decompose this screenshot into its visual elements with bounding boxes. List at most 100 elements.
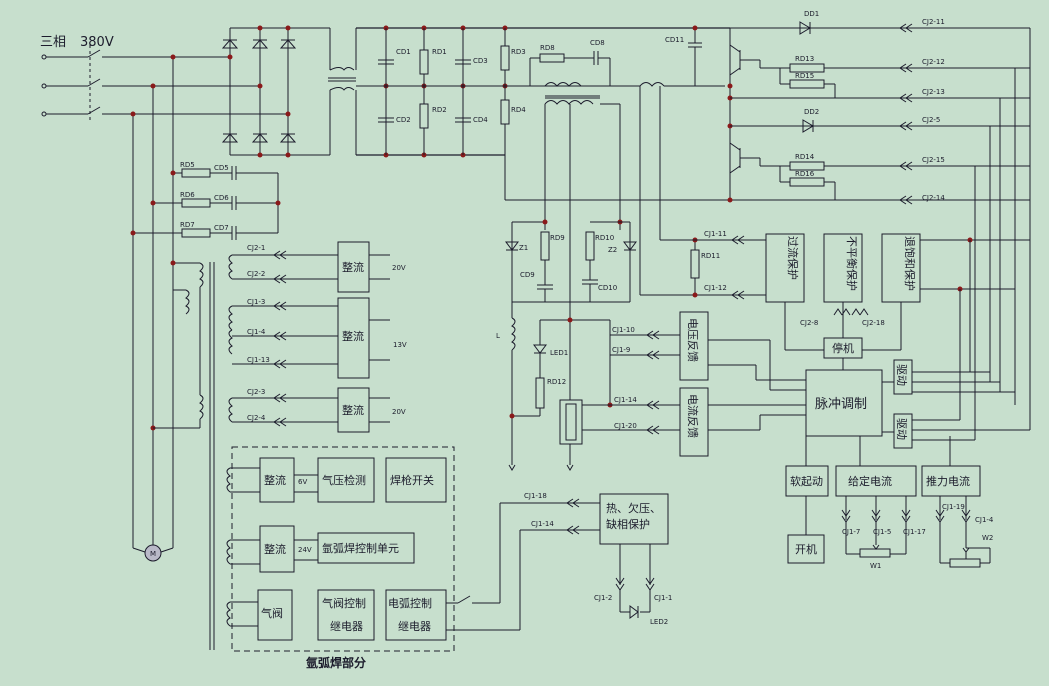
arc-relay-1-label: 电弧控制: [388, 596, 432, 610]
pwm-label: 脉冲调制: [815, 397, 867, 412]
argon-section-title: 氩弧焊部分: [305, 655, 366, 670]
cj2-14-label: CJ2-14: [922, 194, 945, 202]
rectifier-2-label: 整流: [342, 329, 364, 343]
thermal-2-label: 缺相保护: [606, 517, 650, 531]
thrust-current-label: 推力电流: [926, 474, 970, 488]
rd1-label: RD1: [432, 48, 447, 56]
control-blocks: RD11 CJ1-11 CJ1-12 过流保护 不平衡保护 退饱和保护 CJ2-…: [582, 86, 1030, 570]
v20b-label: 20V: [392, 408, 406, 416]
cj2-1-label: CJ2-1: [247, 244, 265, 252]
control-transformer: [150, 260, 215, 650]
desat-label: 退饱和保护: [903, 236, 917, 291]
led2-label: LED2: [650, 618, 668, 626]
cj1-4b-label: CJ1-4: [975, 516, 994, 524]
rd4-label: RD4: [511, 106, 526, 114]
rd3-label: RD3: [511, 48, 526, 56]
valve-relay-2-label: 继电器: [330, 620, 363, 633]
gas-check-label: 气压检测: [322, 473, 366, 487]
cj1-5-label: CJ1-5: [873, 528, 891, 536]
cj2-5-label: CJ2-5: [922, 116, 940, 124]
cj1-3-label: CJ1-3: [247, 298, 265, 306]
thermal-protection: CJ1-18 CJ1-14 热、欠压、 缺相保护 CJ1-2 CJ1-1 LED…: [500, 492, 672, 626]
rd8-label: RD8: [540, 44, 555, 52]
feedback-network: Z1 RD9 CD9 RD10 CD10 Z2 L LED1 RD12: [496, 219, 637, 471]
w1-label: W1: [870, 562, 881, 570]
rectifier-1-label: 整流: [342, 260, 364, 274]
cd9-label: CD9: [520, 271, 535, 279]
secondary-windings: CJ2-1 CJ2-2 整流 20V CJ1-3 CJ1-4 CJ1-13 整流…: [228, 241, 407, 433]
cj1-9-label: CJ1-9: [612, 346, 630, 354]
cj2-11-label: CJ2-11: [922, 18, 945, 26]
cj1-17-label: CJ1-17: [903, 528, 926, 536]
v20a-label: 20V: [392, 264, 406, 272]
rectifier-5-label: 整流: [264, 542, 286, 556]
cj2-15-label: CJ2-15: [922, 156, 945, 164]
cj1-14b-label: CJ1-14: [531, 520, 554, 528]
bridge-rectifier: [221, 25, 330, 158]
cj1-19-label: CJ1-19: [942, 503, 965, 511]
dd2-label: DD2: [804, 108, 819, 116]
cj1-11-label: CJ1-11: [704, 230, 727, 238]
cd7-label: CD7: [214, 224, 229, 232]
start-label: 开机: [795, 542, 817, 556]
w2-label: W2: [982, 534, 993, 542]
cd4-label: CD4: [473, 116, 488, 124]
current-fb-label: 电流反馈: [686, 394, 700, 438]
l-label: L: [496, 332, 500, 340]
dc-bus: CD1 CD2 RD1 RD2 CD3 CD4 RD3 RD4 RD8 CD8 …: [356, 25, 1030, 440]
stop-label: 停机: [832, 341, 854, 355]
cj1-18-label: CJ1-18: [524, 492, 547, 500]
given-current-label: 给定电流: [848, 474, 892, 488]
rd9-label: RD9: [550, 234, 565, 242]
led1-label: LED1: [550, 349, 568, 357]
input-choke: [328, 28, 357, 155]
cj1-2-label: CJ1-2: [594, 594, 612, 602]
cd3-label: CD3: [473, 57, 488, 65]
cj2-18-label: CJ2-18: [862, 319, 885, 327]
thermal-1-label: 热、欠压、: [606, 501, 661, 515]
cj1-10-label: CJ1-10: [612, 326, 635, 334]
cd1-label: CD1: [396, 48, 411, 56]
arc-relay-2-label: 继电器: [398, 620, 431, 633]
cj2-13-label: CJ2-13: [922, 88, 945, 96]
cj1-7-label: CJ1-7: [842, 528, 860, 536]
cj1-4-label: CJ1-4: [247, 328, 266, 336]
motor-icon: [144, 544, 162, 562]
cd5-label: CD5: [214, 164, 229, 172]
torch-switch-label: 焊枪开关: [390, 473, 434, 487]
rd10-label: RD10: [595, 234, 614, 242]
unbalance-label: 不平衡保护: [845, 236, 859, 291]
cj2-3-label: CJ2-3: [247, 388, 265, 396]
drive-2-label: 驱动: [895, 418, 908, 440]
cd10-label: CD10: [598, 284, 617, 292]
cj2-2-label: CJ2-2: [247, 270, 265, 278]
cd6-label: CD6: [214, 194, 229, 202]
v6-label: 6V: [298, 478, 307, 486]
cj1-14-label: CJ1-14: [614, 396, 637, 404]
z1-label: Z1: [519, 244, 528, 252]
phase-label: 三相: [40, 35, 66, 50]
cj1-20-label: CJ1-20: [614, 422, 637, 430]
v24-label: 24V: [298, 546, 312, 554]
rd5-label: RD5: [180, 161, 195, 169]
igbt-stage: DD1 DD2 RD13 RD15 RD14 RD16 CJ2-11 CJ2-1…: [727, 10, 1031, 430]
argon-ctrl-label: 氩弧焊控制单元: [322, 541, 399, 555]
cj1-13-label: CJ1-13: [247, 356, 270, 364]
v13-label: 13V: [393, 341, 407, 349]
rd7-label: RD7: [180, 221, 195, 229]
overcurrent-label: 过流保护: [786, 236, 800, 280]
rd14-label: RD14: [795, 153, 815, 161]
rd6-label: RD6: [180, 191, 195, 199]
rd11-label: RD11: [701, 252, 720, 260]
cj2-12-label: CJ2-12: [922, 58, 945, 66]
cd2-label: CD2: [396, 116, 411, 124]
gas-valve-label: 气阀: [261, 606, 283, 620]
cj2-4-label: CJ2-4: [247, 414, 266, 422]
rc-snubber: RD5 RD6 RD7 CD5 CD6 CD7: [130, 161, 281, 240]
drive-1-label: 驱动: [895, 364, 908, 386]
rd12-label: RD12: [547, 378, 566, 386]
cd11-label: CD11: [665, 36, 684, 44]
rd13-label: RD13: [795, 55, 814, 63]
motor-label: M: [150, 550, 156, 558]
